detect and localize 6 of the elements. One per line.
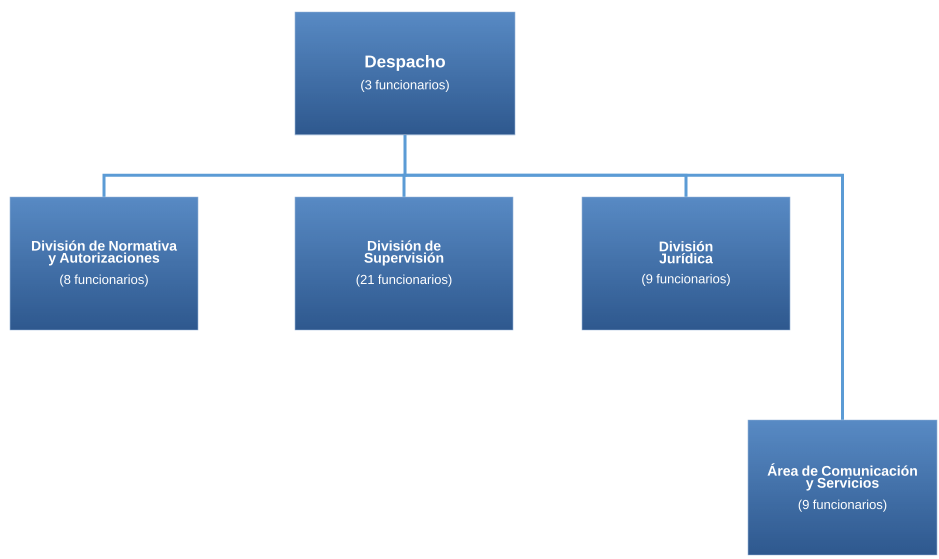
connector-line — [404, 135, 844, 420]
org-box: Área de Comunicación y Servicios (9 funcionarios) — [748, 420, 938, 556]
org-box: División de Supervisión (21 funcionarios) — [294, 196, 514, 330]
org-box: División Jurídica (9 funcionarios) — [582, 196, 790, 330]
org-box: Despacho (3 funcionarios) — [294, 12, 516, 136]
org-box: División de Normativa y Autorizaciones (8 funcionarios) — [10, 196, 198, 330]
